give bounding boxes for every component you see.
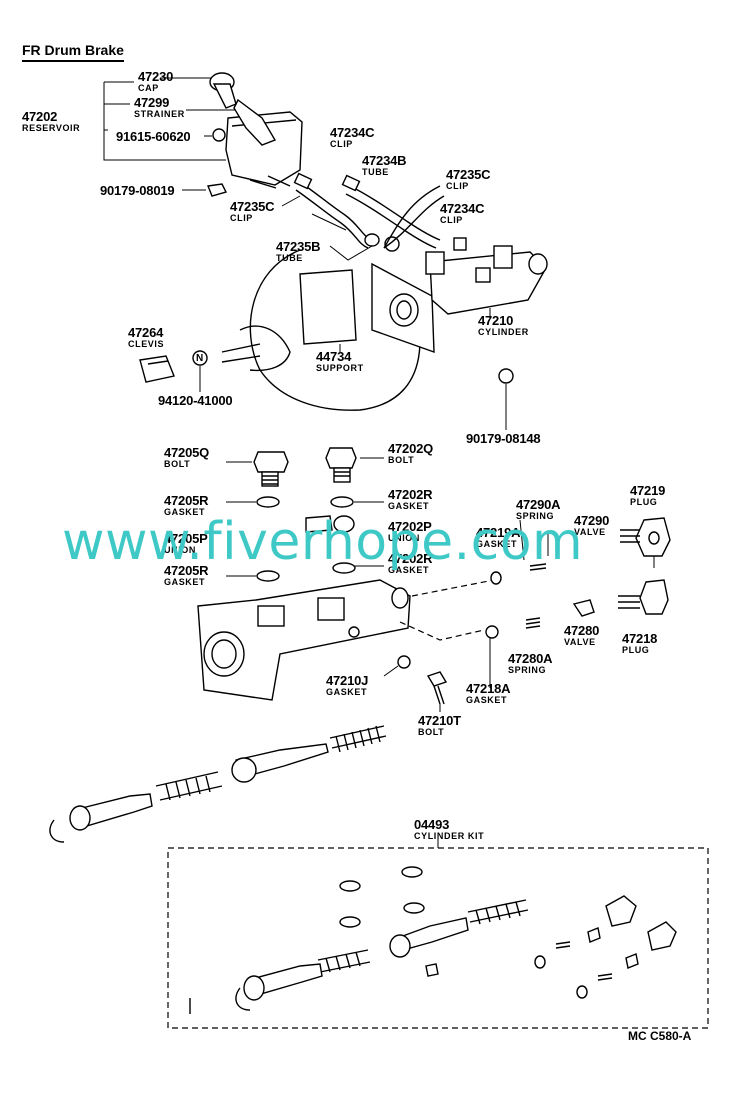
part-name-tube-b: TUBE	[276, 253, 303, 263]
part-name-plug-b: PLUG	[622, 645, 650, 655]
part-name-plug-a: PLUG	[630, 497, 658, 507]
part-name-union-b: UNION	[388, 533, 420, 543]
part-number-47210T: 47210T	[418, 713, 461, 728]
part-number-47202R-b: 47202R	[388, 551, 433, 566]
part-number-47205P: 47205P	[164, 531, 208, 546]
part-name-clip-d: CLIP	[440, 215, 463, 225]
part-name-strainer: STRAINER	[134, 109, 185, 119]
tubes-drawing	[281, 172, 467, 261]
part-name-bolt-b: BOLT	[388, 455, 415, 465]
part-name-clevis: CLEVIS	[128, 339, 165, 349]
part-number-90179-08148: 90179-08148	[466, 431, 541, 446]
part-name-tube-a: TUBE	[362, 167, 389, 177]
part-name-gasket-c: GASKET	[476, 539, 518, 549]
part-number-47235C-b: 47235C	[230, 199, 275, 214]
part-number-47235C-a: 47235C	[446, 167, 491, 182]
reservoir-drawing	[207, 72, 303, 197]
part-name-valve-b: VALVE	[564, 637, 596, 647]
brake-booster-drawing	[221, 249, 435, 411]
watermark-text: www.fiverhope.com	[62, 512, 584, 572]
part-number-47202: 47202	[22, 109, 58, 124]
clevis-drawing	[139, 350, 208, 383]
part-number-94120-41000: 94120-41000	[158, 393, 233, 408]
part-number-47202R-a: 47202R	[388, 487, 433, 502]
part-number-47219A: 47219A	[476, 525, 521, 540]
part-name-spring-b: SPRING	[508, 665, 547, 675]
part-number-47205Q: 47205Q	[164, 445, 210, 460]
part-number-47205R-b: 47205R	[164, 563, 209, 578]
part-number-47218: 47218	[622, 631, 658, 646]
part-name-gasket-g: GASKET	[466, 695, 508, 705]
part-number-47218A: 47218A	[466, 681, 511, 696]
part-name-gasket-e: GASKET	[388, 565, 430, 575]
part-name-gasket-d: GASKET	[164, 577, 206, 587]
part-number-47290: 47290	[574, 513, 610, 528]
part-number-47230: 47230	[138, 69, 174, 84]
fittings-drawing	[226, 447, 384, 582]
part-name-bolt-c: BOLT	[418, 727, 445, 737]
part-number-47202Q: 47202Q	[388, 441, 434, 456]
part-name-gasket-b: GASKET	[388, 501, 430, 511]
part-number-04493: 04493	[414, 817, 450, 832]
part-name-cylinder-kit: CYLINDER KIT	[414, 831, 485, 841]
part-number-47290A: 47290A	[516, 497, 561, 512]
part-name-clip-c: CLIP	[230, 213, 253, 223]
cylinder-kit-drawing	[235, 866, 677, 1011]
part-name-cap: CAP	[138, 83, 159, 93]
part-number-47235B: 47235B	[276, 239, 321, 254]
part-name-bolt-a: BOLT	[164, 459, 191, 469]
part-number-47299: 47299	[134, 95, 170, 110]
part-number-90179-08019: 90179-08019	[100, 183, 175, 198]
part-name-gasket-a: GASKET	[164, 507, 206, 517]
part-number-47210: 47210	[478, 313, 514, 328]
part-name-cylinder: CYLINDER	[478, 327, 529, 337]
part-number-91615-60620: 91615-60620	[116, 129, 191, 144]
diagram-code: MC C580-A	[628, 1029, 692, 1043]
part-name-clip-a: CLIP	[330, 139, 353, 149]
part-number-47280: 47280	[564, 623, 600, 638]
part-name-spring-a: SPRING	[516, 511, 555, 521]
cylinder-upper-drawing	[425, 245, 548, 318]
part-number-47234C-a: 47234C	[330, 125, 375, 140]
part-number-47202P: 47202P	[388, 519, 432, 534]
part-name-clip-b: CLIP	[446, 181, 469, 191]
part-number-47234C-b: 47234C	[440, 201, 485, 216]
part-name-support: SUPPORT	[316, 363, 364, 373]
part-number-47234B: 47234B	[362, 153, 407, 168]
cylinder-lower-drawing	[197, 579, 495, 701]
diagram-title: FR Drum Brake	[22, 43, 124, 62]
part-name-valve-a: VALVE	[574, 527, 606, 537]
nut-callout-letter: N	[196, 353, 204, 364]
part-number-47264: 47264	[128, 325, 164, 340]
pistons-drawing	[49, 725, 387, 843]
part-name-gasket-f: GASKET	[326, 687, 368, 697]
part-number-47205R-a: 47205R	[164, 493, 209, 508]
part-number-47210J: 47210J	[326, 673, 369, 688]
part-number-44734: 44734	[316, 349, 352, 364]
part-number-47219: 47219	[630, 483, 666, 498]
valves-plugs-drawing	[383, 517, 671, 712]
part-name-union-a: UNION	[164, 545, 196, 555]
part-name-reservoir: RESERVOIR	[22, 123, 81, 133]
part-number-47280A: 47280A	[508, 651, 553, 666]
